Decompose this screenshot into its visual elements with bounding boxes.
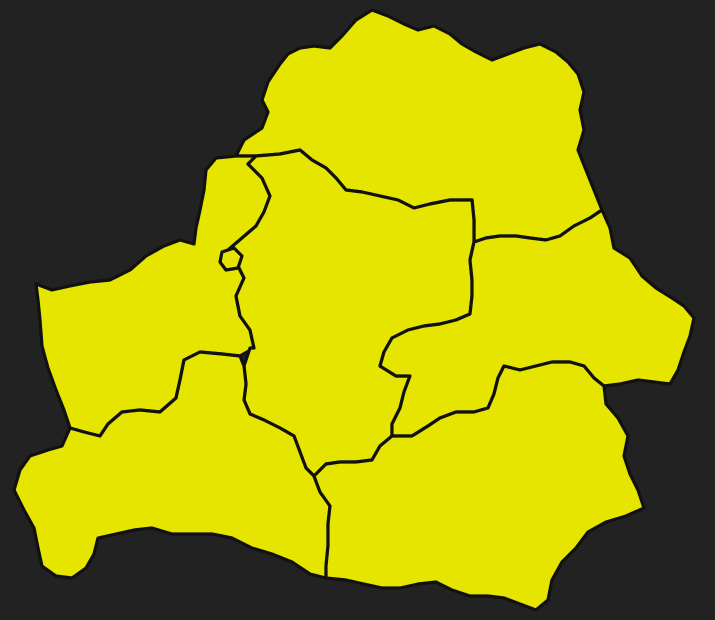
region-gomel[interactable]: [312, 360, 646, 612]
region-minsk-city[interactable]: [218, 246, 244, 272]
